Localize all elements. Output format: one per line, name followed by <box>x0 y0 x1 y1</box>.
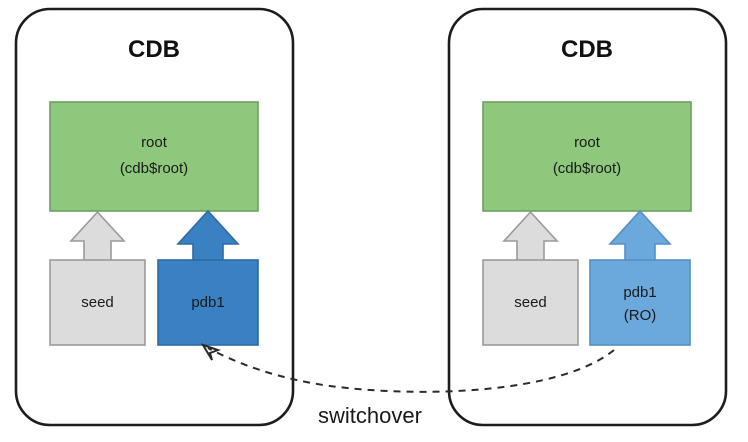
panel-left-cdb-title: CDB <box>128 36 180 63</box>
left-pdb1-box-rect <box>157 259 259 346</box>
left-pdb1-node: pdb1 <box>157 209 259 346</box>
panel-right-cdb-title: CDB <box>561 36 613 63</box>
left-seed-box-rect <box>49 259 146 346</box>
right-root-box-label-line1: root <box>574 134 601 151</box>
right-pdb1-ro-box-label-line2: (RO) <box>624 307 657 324</box>
left-root-box-label-line1: root <box>141 134 168 151</box>
right-seed-node: seed <box>482 210 579 346</box>
switchover-arrowhead <box>200 343 221 361</box>
right-pdb1-ro-node: pdb1 (RO) <box>589 209 691 346</box>
panel-right-cdb: CDB root (cdb$root) seed pdb1 (RO) <box>447 7 728 427</box>
right-seed-box-label: seed <box>514 294 547 311</box>
right-root-box-rect <box>482 101 692 212</box>
panel-left-cdb: CDB root (cdb$root) seed pdb1 <box>14 7 295 427</box>
switchover-label: switchover <box>318 403 422 428</box>
switchover-connector: switchover <box>200 343 615 428</box>
left-seed-node: seed <box>49 210 146 346</box>
right-root-box: root (cdb$root) <box>482 101 692 212</box>
left-root-box-label-line2: (cdb$root) <box>120 160 188 177</box>
panel-right-cdb-outline <box>447 7 728 427</box>
right-pdb1-ro-box-label-line1: pdb1 <box>623 284 656 301</box>
left-root-box: root (cdb$root) <box>49 101 259 212</box>
left-pdb1-box-label: pdb1 <box>191 294 224 311</box>
panel-left-cdb-outline <box>14 7 295 427</box>
left-root-box-rect <box>49 101 259 212</box>
left-seed-box-label: seed <box>81 294 114 311</box>
right-seed-box-rect <box>482 259 579 346</box>
right-root-box-label-line2: (cdb$root) <box>553 160 621 177</box>
right-pdb1-ro-box-rect <box>589 259 691 346</box>
